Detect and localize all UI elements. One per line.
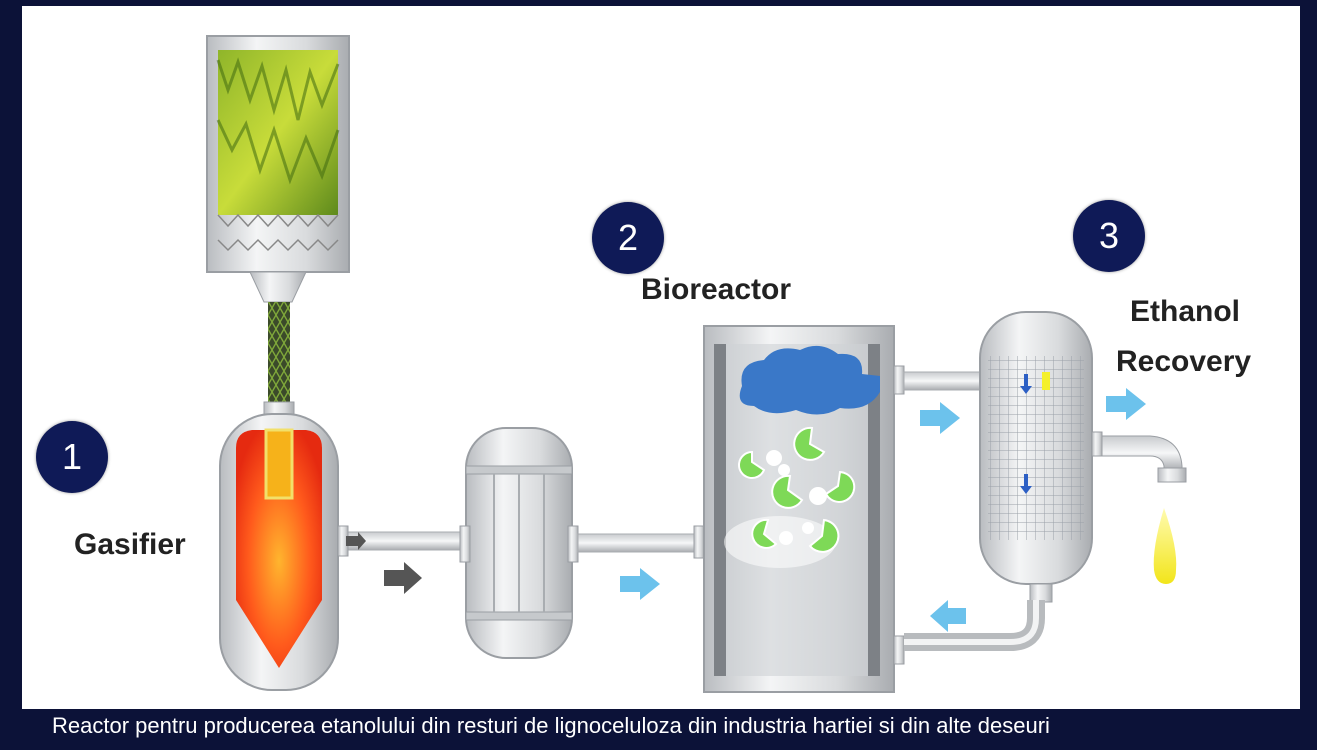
- gasifier-vessel: [219, 413, 339, 691]
- cooled-gas-pipe: [577, 533, 705, 553]
- feed-hopper: [206, 35, 350, 417]
- return-flow-arrow: [930, 600, 966, 632]
- caption: Reactor pentru producerea etanolului din…: [52, 713, 1050, 738]
- step-badge-bioreactor: 2: [592, 202, 664, 274]
- recovery-label-line2: Recovery: [1116, 345, 1252, 378]
- gasifier-label: Gasifier: [74, 528, 186, 561]
- return-pipe: [904, 600, 1045, 651]
- step-badge-gasifier: 1: [36, 421, 108, 493]
- microbes: [738, 426, 856, 553]
- recovery-column: [979, 311, 1093, 603]
- broth-pipe: [903, 371, 981, 391]
- ethanol-tap: [1091, 431, 1187, 483]
- bioreactor-label: Bioreactor: [641, 273, 792, 306]
- gas-flow-arrow: [384, 562, 422, 594]
- gas-cloud: [739, 345, 880, 415]
- gasifier-flame: [236, 430, 322, 668]
- gas-cooler: [459, 427, 579, 659]
- bioreactor-vessel: [703, 325, 905, 693]
- recovery-label-line1: Ethanol: [1130, 295, 1240, 328]
- flow-arrow-to-bioreactor: [620, 568, 660, 600]
- biomass-fill: [218, 50, 338, 215]
- ethanol-drop: [1153, 508, 1177, 584]
- output-flow-arrow: [1106, 388, 1146, 420]
- flow-arrow-to-recovery: [920, 402, 960, 434]
- step-badge-recovery: 3: [1073, 200, 1145, 272]
